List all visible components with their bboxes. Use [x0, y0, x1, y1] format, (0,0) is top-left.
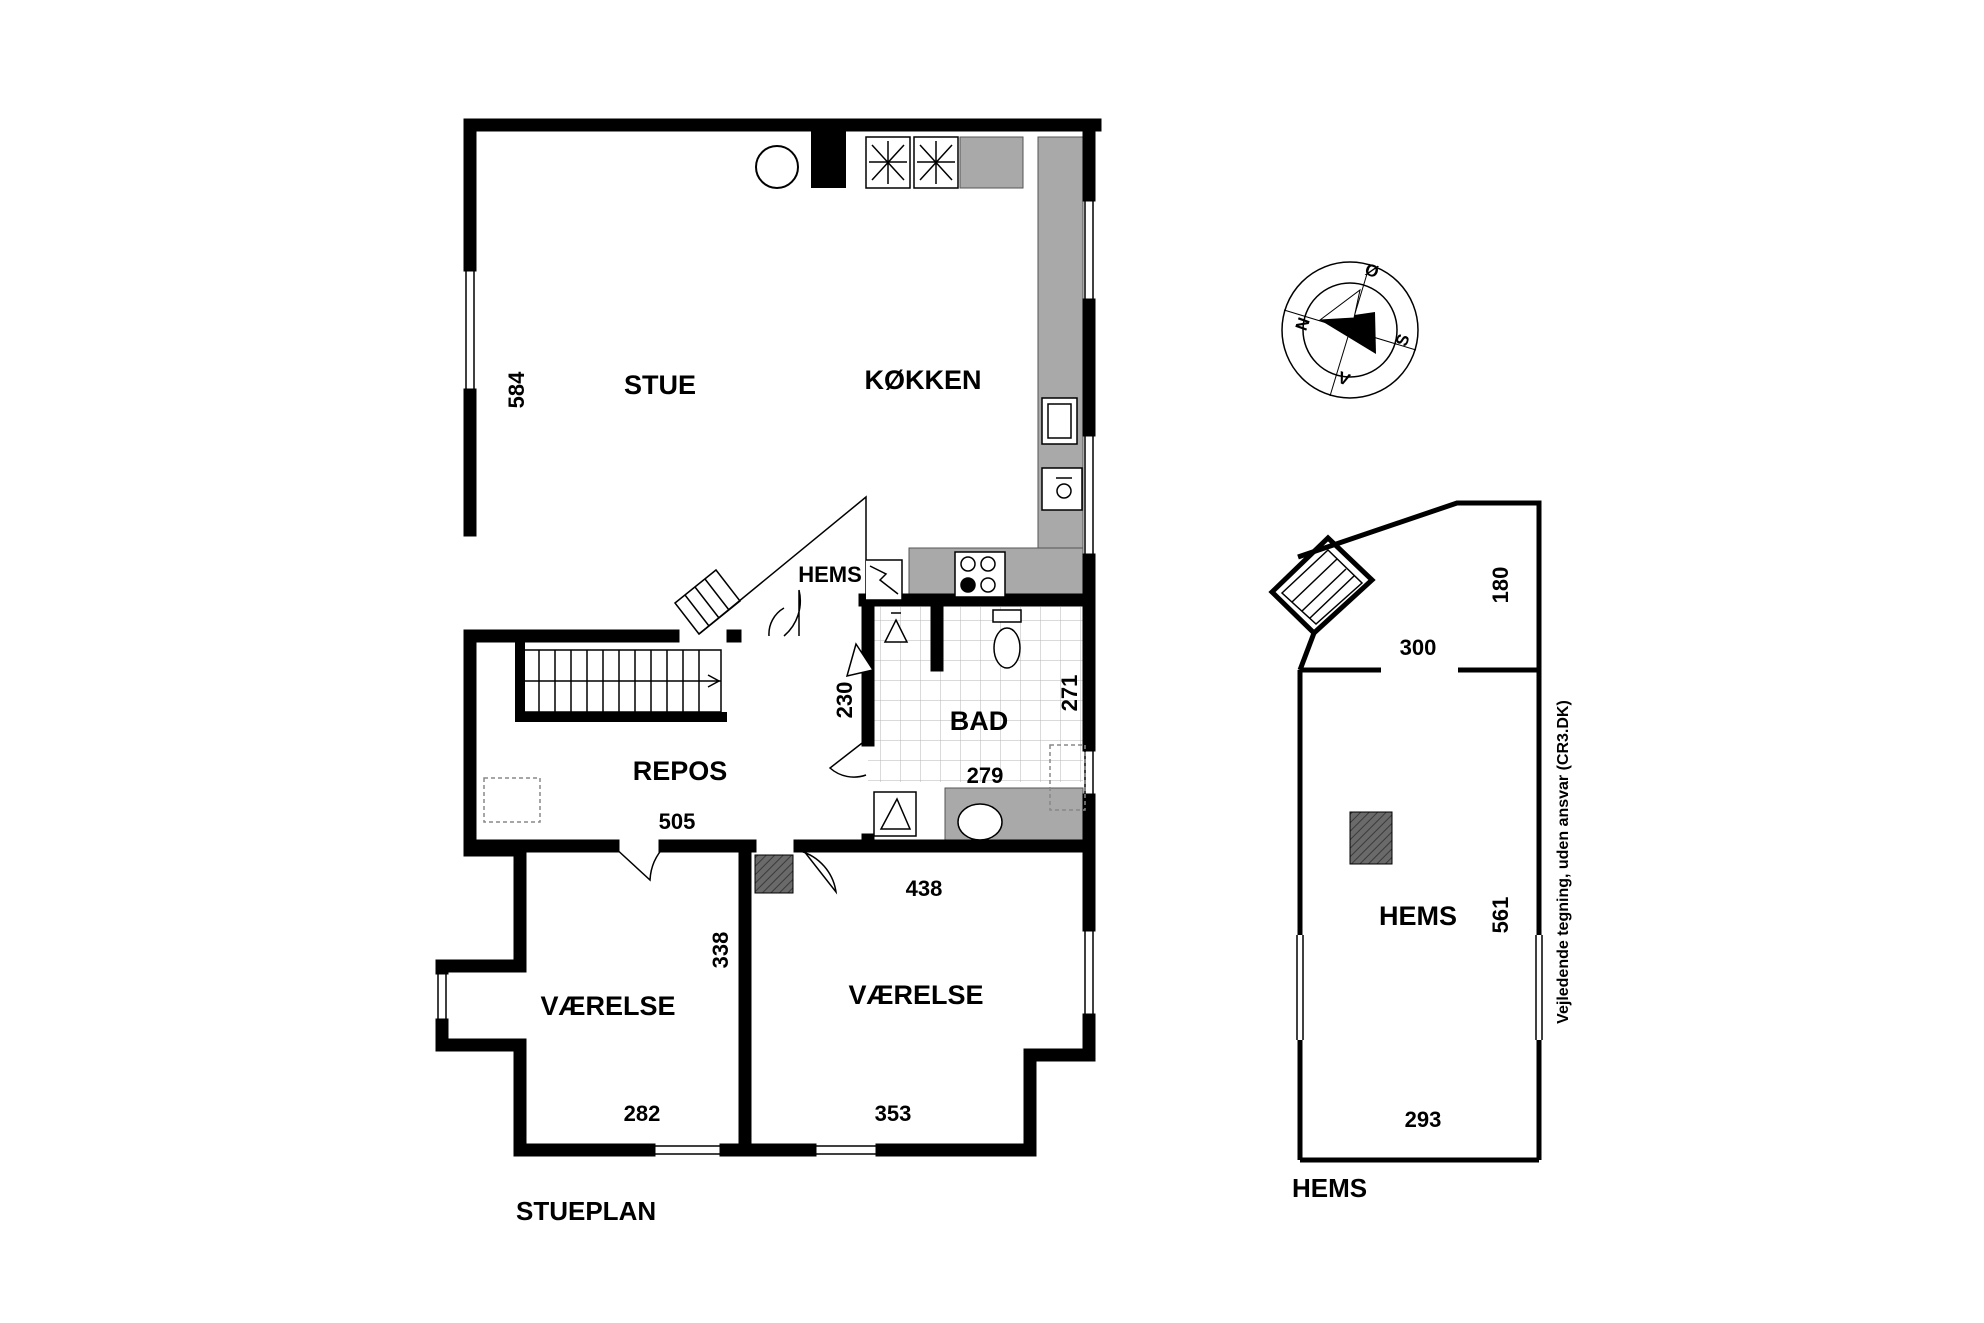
repos-stair-edge-bottom [515, 712, 727, 722]
room-label-vaerelse-left: VÆRELSE [540, 991, 675, 1021]
ground-floor-plan: STUE KØKKEN HEMS BAD REPOS VÆRELSE VÆREL… [435, 118, 1102, 1226]
repos-floor-hatch [483, 777, 541, 823]
dimension-repos-width: 505 [659, 809, 696, 834]
kitchen-sink [1041, 397, 1078, 445]
doors [612, 589, 875, 895]
loft-dimension-main-width: 293 [1405, 1107, 1442, 1132]
disclaimer-text: Vejledende tegning, uden ansvar (CR3.DK) [1555, 700, 1572, 1024]
room-label-hems-access: HEMS [798, 562, 862, 587]
windows [437, 195, 1094, 1155]
loft-dimension-top-width: 300 [1400, 635, 1437, 660]
bathroom-fixtures [883, 609, 1022, 669]
compass-o: Ø [1362, 260, 1381, 282]
chimney-block [811, 130, 846, 188]
ground-floor-walls [435, 118, 1102, 1157]
plan-title-stueplan: STUEPLAN [516, 1196, 656, 1226]
bathroom-toilet [957, 803, 1003, 841]
loft-ladder [1268, 534, 1376, 671]
loft-chimney [1349, 811, 1393, 865]
loft-dimension-main-height: 561 [1488, 897, 1513, 934]
kitchen-appliance [1041, 467, 1083, 511]
loft-room-label-hems: HEMS [1379, 901, 1457, 931]
bathroom-shower-dashed [1049, 744, 1086, 811]
loft-floor-plan: HEMS 300 180 561 293 HEMS [1268, 500, 1543, 1203]
compass-s: S [1392, 332, 1414, 349]
loft-walls [1297, 500, 1542, 1163]
room-label-kokken: KØKKEN [864, 365, 981, 395]
dimension-repos-door: 230 [832, 682, 857, 719]
dimension-right-bedroom-width: 353 [875, 1101, 912, 1126]
wood-stove [755, 145, 799, 189]
room-label-stue: STUE [624, 370, 696, 400]
bathroom-washbasin-corner [873, 791, 917, 837]
loft-dimension-top-height: 180 [1488, 567, 1513, 604]
dimension-bad-width: 279 [967, 763, 1004, 788]
room-label-repos: REPOS [633, 756, 728, 786]
hems-ladder [673, 495, 903, 636]
repos-staircase [522, 649, 722, 713]
loft-windows [1296, 935, 1543, 1040]
compass-rose: N Ø S V [1281, 260, 1419, 399]
repos-stair-edge [515, 640, 525, 718]
plan-title-hems: HEMS [1292, 1173, 1367, 1203]
room-label-bad: BAD [950, 706, 1009, 736]
dimension-bad-height: 271 [1057, 675, 1082, 712]
compass-n: N [1292, 315, 1314, 333]
room-label-vaerelse-right: VÆRELSE [848, 980, 983, 1010]
dimension-bedroom-top: 438 [906, 876, 943, 901]
dimension-left-bedroom-width: 282 [624, 1101, 661, 1126]
dimension-stue-height: 584 [504, 371, 529, 408]
kitchen-top-burners [865, 136, 959, 189]
kitchen-hob [954, 551, 1006, 598]
bedroom-chimney [754, 854, 794, 894]
dimension-left-bedroom-height: 338 [708, 932, 733, 969]
compass-needle-icon [1320, 312, 1376, 354]
